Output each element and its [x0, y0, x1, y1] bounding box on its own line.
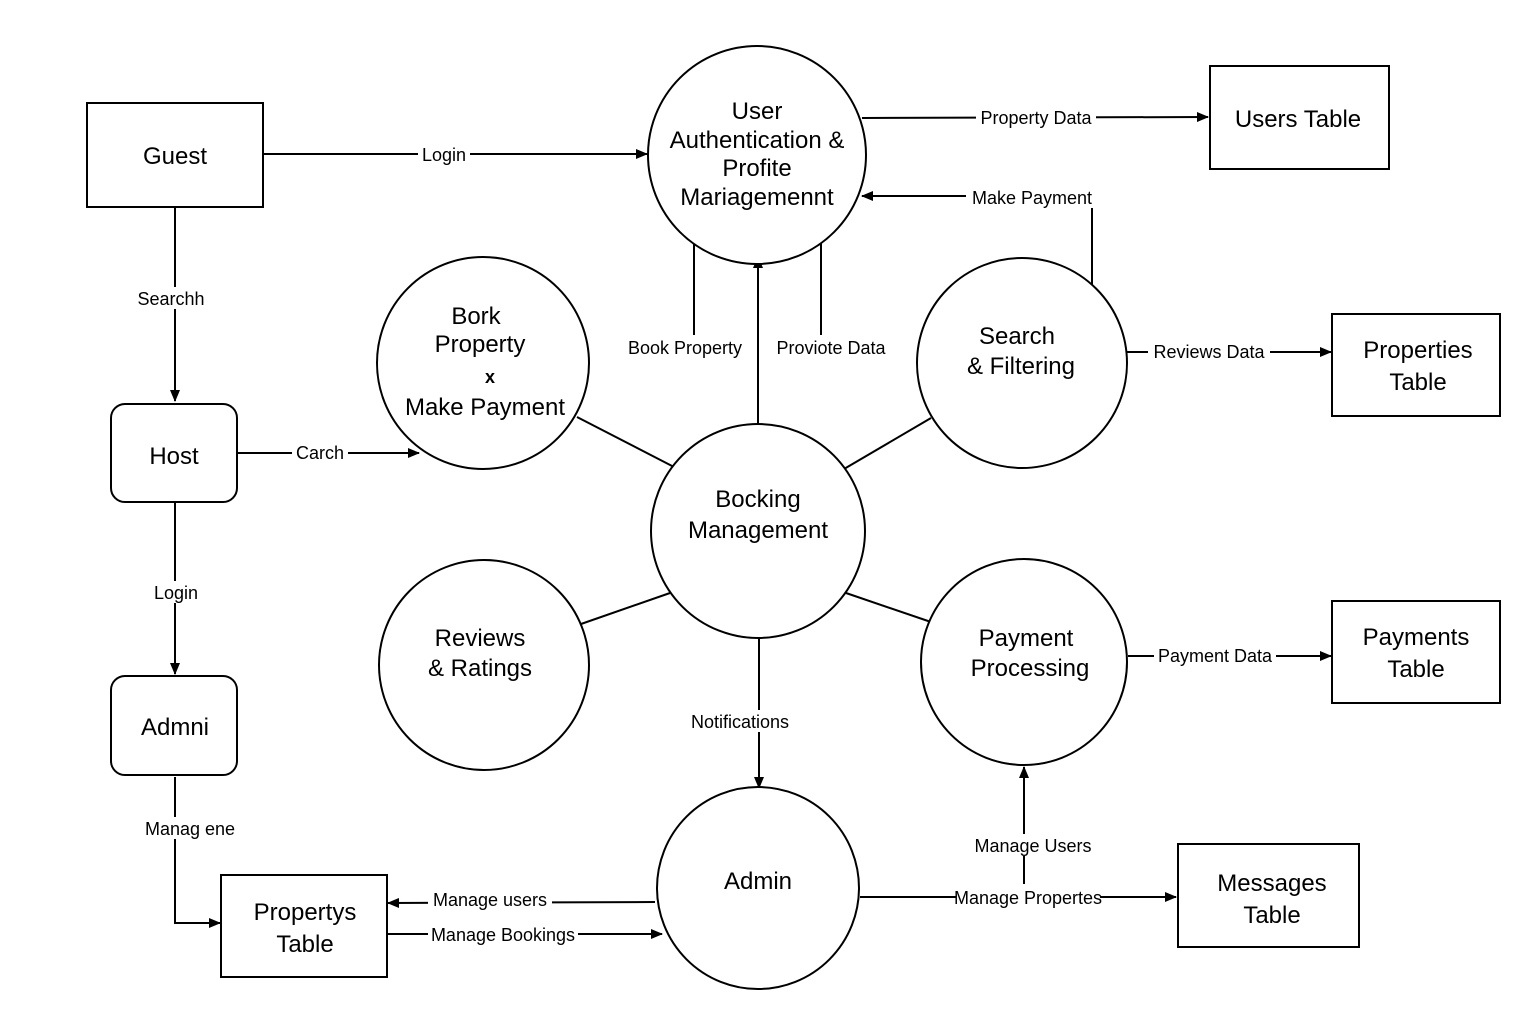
edge-admni-propertys-table: [174, 777, 221, 928]
node-labels: Guest Host Admni Users Table Properties …: [141, 98, 1473, 958]
admin-label: Admin: [724, 868, 792, 895]
propertys-table-label-2: Table: [276, 931, 333, 958]
edge-labels: Login Searchh Carch Login Manag ene Prop…: [132, 106, 1276, 945]
edge-label-manage-bookings: Manage Bookings: [431, 925, 575, 945]
bork-property-node: [376, 256, 590, 470]
search-filtering-node: [916, 257, 1128, 469]
admin-node: [656, 786, 860, 990]
payment-processing-label-1: Payment: [979, 625, 1074, 652]
edge-label-make-payment: Make Payment: [972, 188, 1092, 208]
properties-table-node: [1331, 313, 1501, 417]
reviews-ratings-node: [378, 559, 590, 771]
propertys-table-label-1: Propertys: [254, 899, 357, 926]
edge-label-manage-users-up: Manage Users: [974, 836, 1091, 856]
payments-table-node: [1331, 600, 1501, 704]
edge-bocking-reviews: [580, 592, 671, 625]
bork-property-label-2: Property: [435, 331, 526, 358]
reviews-ratings-label-1: Reviews: [435, 625, 526, 652]
edge-label-proviote-data: Proviote Data: [776, 338, 886, 358]
edge-bocking-search: [843, 417, 932, 470]
edge-label-book-property: Book Property: [628, 338, 742, 358]
edge-label-reviews-data: Reviews Data: [1153, 342, 1265, 362]
bocking-management-node: [650, 423, 866, 639]
payment-processing-node: [920, 558, 1128, 766]
admni-label: Admni: [141, 714, 209, 741]
bocking-management-label-2: Management: [688, 517, 828, 544]
guest-node: [86, 102, 264, 208]
user-auth-label-1: User: [732, 98, 783, 125]
propertys-table-node: [220, 874, 388, 978]
payment-processing-label-2: Processing: [971, 655, 1090, 682]
nodes: [86, 45, 1501, 990]
edge-label-notifications: Notifications: [691, 712, 789, 732]
guest-label: Guest: [143, 143, 207, 170]
payments-table-label-1: Payments: [1363, 624, 1470, 651]
edge-label-property-data: Property Data: [980, 108, 1092, 128]
search-filtering-label-1: Search: [979, 323, 1055, 350]
user-auth-label-2: Authentication &: [670, 127, 845, 154]
edge-label-payment-data: Payment Data: [1158, 646, 1273, 666]
properties-table-label-1: Properties: [1363, 337, 1472, 364]
messages-table-label-2: Table: [1243, 902, 1300, 929]
users-table-node: [1209, 65, 1390, 170]
edge-bocking-bork: [576, 416, 675, 468]
user-auth-label-3: Profite: [722, 155, 791, 182]
messages-table-label-1: Messages: [1217, 870, 1326, 897]
user-auth-label-4: Mariagemennt: [680, 184, 834, 211]
messages-table-node: [1177, 843, 1360, 948]
edge-label-manag-ene: Manag ene: [145, 819, 235, 839]
user-auth-node: [647, 45, 867, 265]
edge-label-searchh: Searchh: [137, 289, 204, 309]
bork-property-label-4: Make Payment: [405, 394, 565, 421]
edge-label-login-guest: Login: [422, 145, 466, 165]
search-filtering-label-2: & Filtering: [967, 353, 1075, 380]
edge-label-manage-propertes: Manage Propertes: [954, 888, 1102, 908]
admni-node: [110, 675, 238, 776]
bork-property-label-3: x: [485, 367, 495, 387]
bork-property-label-1: Bork: [451, 303, 501, 330]
bocking-management-label-1: Bocking: [715, 486, 800, 513]
edge-label-login-host: Login: [154, 583, 198, 603]
users-table-label: Users Table: [1235, 106, 1361, 133]
edge-bocking-payment: [845, 592, 932, 623]
host-node: [110, 403, 238, 503]
host-label: Host: [149, 443, 199, 470]
payments-table-label-2: Table: [1387, 656, 1444, 683]
edge-label-manage-users-left: Manage users: [433, 890, 547, 910]
reviews-ratings-label-2: & Ratings: [428, 655, 532, 682]
properties-table-label-2: Table: [1389, 369, 1446, 396]
edge-label-carch: Carch: [296, 443, 344, 463]
